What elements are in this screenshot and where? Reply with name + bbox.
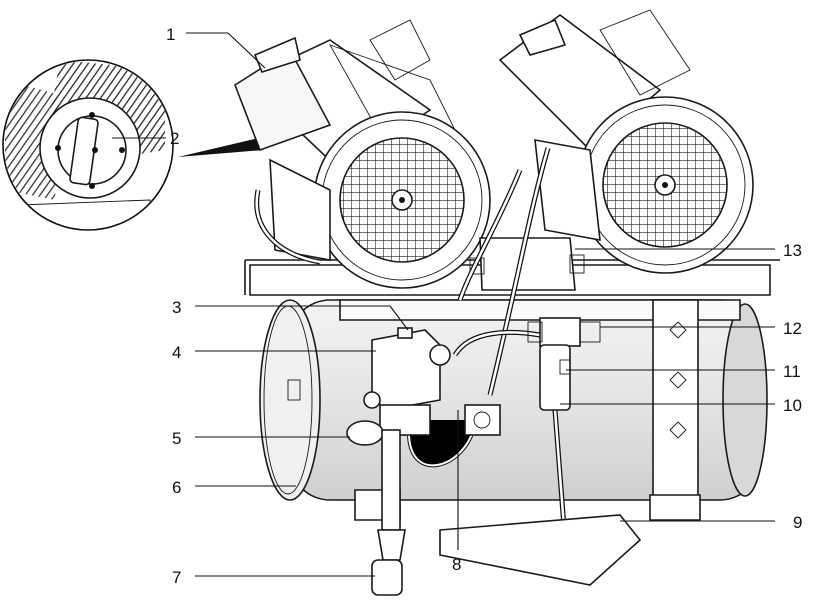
left-motor	[234, 19, 491, 289]
pressure-switch	[363, 327, 451, 436]
callout-5: 5	[172, 429, 181, 448]
terminal-box	[469, 237, 585, 291]
drip-tray	[439, 514, 642, 586]
callout-11: 11	[783, 362, 801, 381]
callout-1: 1	[166, 25, 175, 44]
callout-13: 13	[783, 241, 802, 260]
detail-inset	[2, 59, 174, 231]
leader-lines	[112, 32, 775, 577]
callout-7: 7	[172, 568, 181, 587]
callout-9: 9	[793, 513, 802, 532]
callout-10: 10	[783, 396, 802, 415]
callout-4: 4	[172, 343, 181, 362]
pointer-arrow	[178, 137, 263, 157]
right-motor	[498, 9, 754, 274]
callout-8: 8	[452, 555, 461, 574]
callout-2: 2	[170, 129, 179, 148]
callout-labels: 1 2 3 4 5 6 7 8 9 10 11 12 13	[166, 25, 802, 587]
callout-6: 6	[172, 478, 181, 497]
callout-3: 3	[172, 298, 181, 317]
condensate-valve	[371, 429, 406, 596]
check-valve	[464, 404, 501, 436]
pressure-gauge	[346, 420, 384, 446]
filter-dryer	[539, 344, 571, 411]
callout-12: 12	[783, 319, 802, 338]
